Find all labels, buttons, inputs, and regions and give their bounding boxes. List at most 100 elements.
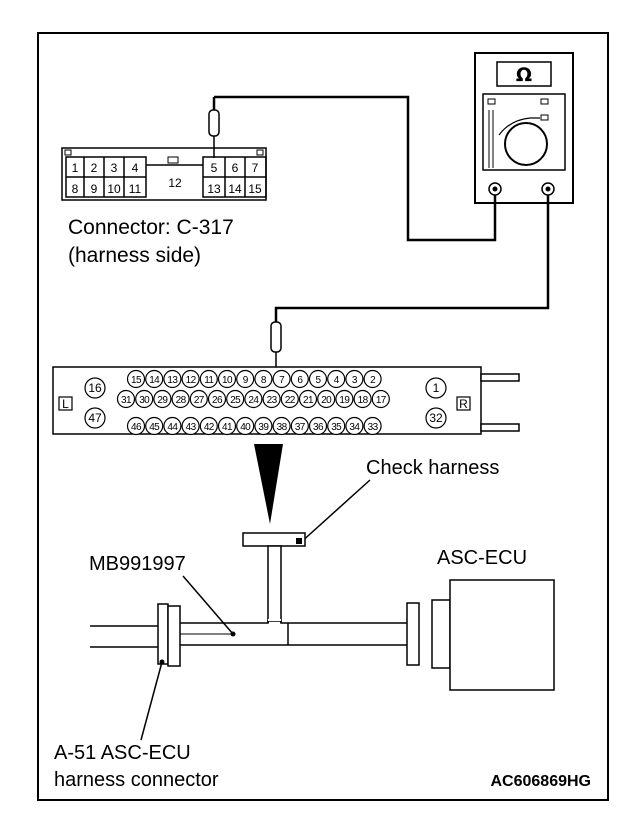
a51-pin-30-circle (135, 389, 154, 409)
a51-pin-23: 23 (267, 395, 278, 406)
a51-pin-44: 44 (167, 422, 178, 433)
pointer-triangle (254, 444, 283, 524)
a51-pin-28-circle (171, 389, 190, 409)
a51-pin-25-circle (226, 389, 245, 409)
a51-pin-3: 3 (352, 375, 358, 386)
c317-pin-13: 13 (207, 182, 221, 196)
c317-pin-3: 3 (111, 161, 118, 175)
a51-pin-46: 46 (131, 422, 142, 433)
a51-pin-27: 27 (194, 395, 205, 406)
a51-pin-3-circle (345, 369, 364, 389)
a51-pin-19: 19 (339, 395, 350, 406)
a51-pin-37-circle (290, 416, 309, 436)
a51-pin-27-circle (189, 389, 208, 409)
harness-side-label: (harness side) (68, 244, 201, 267)
figure-frame (37, 32, 609, 801)
check-harness-leader (298, 479, 371, 545)
c317-pin-5: 5 (211, 161, 218, 175)
a51-pin-31: 31 (121, 395, 132, 406)
a51-pin-6-circle (290, 369, 309, 389)
a51-pin-10: 10 (222, 375, 233, 386)
a51-pin-29-circle (153, 389, 172, 409)
c317-pin-8: 8 (72, 182, 79, 196)
a51-pin-28: 28 (176, 395, 187, 406)
a51-pin-14: 14 (149, 375, 160, 386)
a51-pin-41-circle (217, 416, 237, 436)
a51-pin-32-circle (425, 407, 447, 429)
a51-pin-39-circle (254, 416, 273, 436)
a51-pin-8-circle (254, 369, 273, 389)
c317-pin-10: 10 (107, 182, 121, 196)
a51-pin-47: 47 (88, 411, 102, 425)
a51-pin-12-circle (181, 369, 200, 389)
a51-pin-31-circle (116, 389, 136, 409)
check-harness-label: Check harness (366, 457, 499, 479)
c317-pin-15: 15 (248, 182, 262, 196)
a51-pin-15-circle (126, 369, 146, 389)
a51-pin-40: 40 (240, 422, 251, 433)
a51-pin-24: 24 (248, 395, 259, 406)
a51-pin-7: 7 (279, 375, 285, 386)
c317-pin-4: 4 (132, 161, 139, 175)
a51-pin-2: 2 (370, 375, 376, 386)
c317-pin-7: 7 (252, 161, 259, 175)
a51-pin-24-circle (244, 389, 263, 409)
a51-pin-30: 30 (139, 395, 150, 406)
figure-code: AC606869HG (491, 773, 592, 790)
a51-pin-11-circle (199, 369, 218, 389)
check-harness (242, 532, 306, 622)
a51-pin-5: 5 (316, 375, 322, 386)
asc-ecu (431, 579, 555, 691)
a51-pin-21-circle (298, 389, 318, 409)
a51-pin-36-circle (308, 416, 328, 436)
connector-c317-label: Connector: C-317 (68, 216, 234, 239)
a51-pin-33: 33 (368, 422, 379, 433)
a51-leader (140, 661, 163, 741)
c317-pin-6: 6 (232, 161, 239, 175)
a51-pin-13-circle (163, 369, 182, 389)
a51-pin-43: 43 (186, 422, 197, 433)
a51-pin-16: 16 (88, 381, 102, 395)
c317-pin-1: 1 (72, 161, 79, 175)
a51-pin-38-circle (272, 416, 291, 436)
a51-pin-23-circle (262, 389, 281, 409)
a51-pin-37: 37 (295, 422, 306, 433)
a51-pin-34: 34 (349, 422, 360, 433)
a51-pin-16-circle (84, 377, 106, 399)
a51-pin-26-circle (207, 389, 227, 409)
a51-pin-32: 32 (429, 411, 443, 425)
a51-pin-35: 35 (331, 422, 342, 433)
a51-side-right: R (459, 397, 468, 411)
c317-pin-12: 12 (168, 176, 182, 190)
a51-pin-10-circle (217, 369, 237, 389)
a51-pin-8: 8 (261, 375, 267, 386)
a51-pin-47-circle (84, 407, 106, 429)
a51-pin-12: 12 (186, 375, 197, 386)
a51-pin-46-circle (126, 416, 146, 436)
a51-pin-7-circle (272, 369, 291, 389)
ohmmeter: Ω (474, 52, 574, 204)
a51-pin-9-circle (236, 369, 255, 389)
a51-pin-40-circle (236, 416, 255, 436)
a51-pin-15: 15 (131, 375, 142, 386)
c317-pin-11: 11 (129, 182, 142, 196)
a51-pin-1-circle (425, 377, 447, 399)
a51-pin-42: 42 (204, 422, 215, 433)
a51-pin-26: 26 (212, 395, 223, 406)
a51-pin-39: 39 (258, 422, 269, 433)
ohm-icon: Ω (516, 64, 532, 86)
a51-pin-17: 17 (376, 395, 387, 406)
a51-pin-11: 11 (204, 375, 214, 386)
a51-pin-45: 45 (149, 422, 160, 433)
a51-pin-36: 36 (313, 422, 324, 433)
a51-side-left: L (62, 397, 69, 411)
a51-pin-18-circle (353, 389, 372, 409)
c317-pin-9: 9 (91, 182, 98, 196)
a51-pin-22-circle (280, 389, 299, 409)
a51-pin-43-circle (181, 416, 200, 436)
probe-a51 (270, 321, 282, 372)
a51-pin-18: 18 (358, 395, 369, 406)
a51-pin-38: 38 (277, 422, 288, 433)
